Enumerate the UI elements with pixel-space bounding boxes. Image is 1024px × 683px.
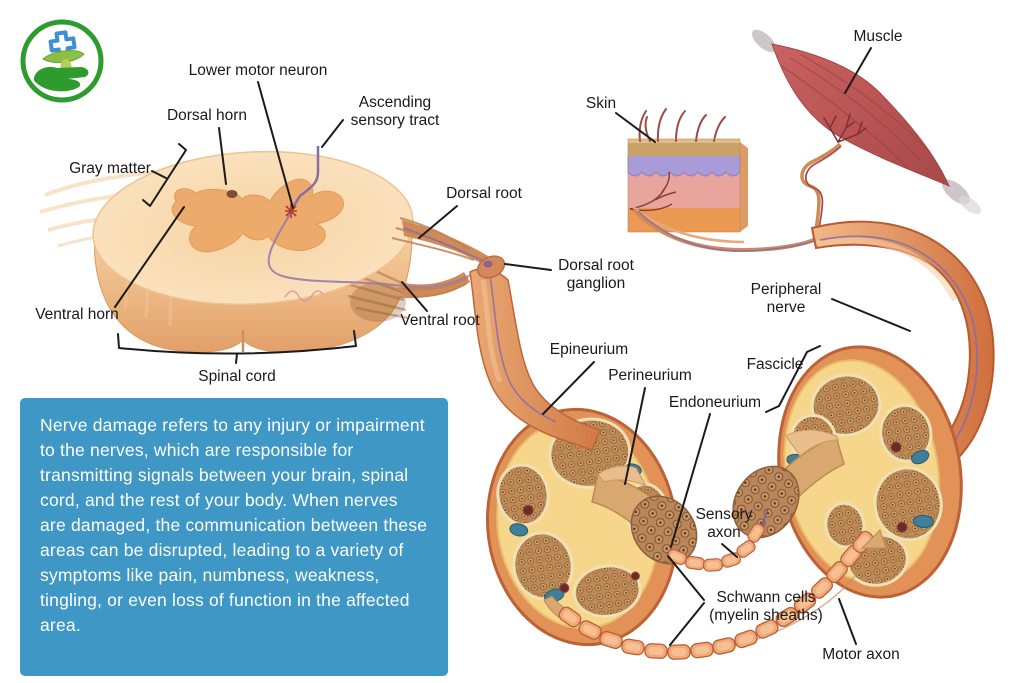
central-canal	[226, 190, 238, 198]
label-skin: Skin	[585, 95, 617, 113]
pointer-lines	[114, 47, 911, 646]
muscle-art	[751, 29, 982, 237]
label-gray-matter: Gray matter	[69, 160, 151, 178]
label-peripheral-nerve: Peripheral nerve	[750, 281, 822, 316]
label-epineurium: Epineurium	[549, 341, 629, 359]
label-ventral-root: Ventral root	[400, 312, 480, 330]
label-spinal-cord: Spinal cord	[198, 368, 276, 386]
right-pulled-fascicle	[732, 429, 845, 539]
label-dorsal-horn: Dorsal horn	[166, 107, 248, 125]
info-box: Nerve damage refers to any injury or imp…	[20, 398, 448, 676]
label-schwann-cells: Schwann cells (myelin sheaths)	[709, 589, 823, 624]
spinal-cord-art	[39, 146, 414, 353]
motor-axon-chain	[556, 528, 887, 661]
label-fascicle: Fascicle	[746, 356, 804, 374]
label-lower-motor-neuron: Lower motor neuron	[188, 62, 328, 80]
label-endoneurium: Endoneurium	[668, 394, 762, 412]
label-motor-axon: Motor axon	[822, 646, 900, 664]
injury-star	[285, 204, 297, 218]
nerve-twigs	[823, 113, 867, 143]
label-dorsal-root: Dorsal root	[446, 185, 522, 203]
skin-hairs	[638, 108, 726, 142]
sensory-axon-chain	[665, 519, 767, 573]
label-ascending-sensory-tract: Ascending sensory tract	[350, 94, 440, 129]
nerve-roots-art	[389, 217, 488, 299]
label-sensory-axon: Sensory axon	[695, 506, 753, 541]
label-muscle: Muscle	[853, 28, 903, 46]
dorsal-root-ganglion-art	[476, 255, 506, 279]
leaf-icon	[42, 50, 85, 63]
brand-logo	[20, 19, 104, 103]
nerve-funnel-art	[469, 255, 601, 451]
label-dorsal-root-ganglion: Dorsal root ganglion	[558, 257, 634, 292]
ascending-tract-line	[290, 146, 320, 210]
gray-matter-shape	[171, 178, 345, 253]
label-ventral-horn: Ventral horn	[35, 306, 119, 324]
artist-signature	[284, 290, 324, 302]
skin-art	[627, 108, 819, 253]
hand-icon	[33, 67, 89, 92]
label-perineurium: Perineurium	[608, 367, 692, 385]
